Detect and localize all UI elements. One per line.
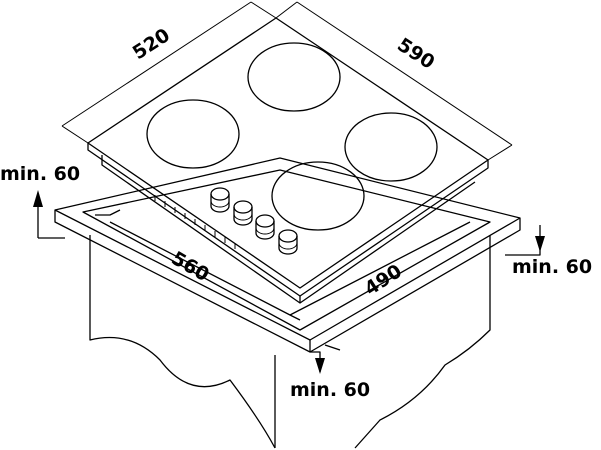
clearance-arrows bbox=[33, 190, 545, 374]
dimension-label-560: 560 bbox=[168, 247, 213, 286]
control-knobs bbox=[210, 187, 298, 255]
dimension-label-520: 520 bbox=[129, 24, 174, 64]
dimension-label-490: 490 bbox=[361, 260, 406, 300]
clearance-label-right: min. 60 bbox=[512, 256, 592, 278]
clearance-label-left: min. 60 bbox=[0, 163, 80, 185]
vent-slots bbox=[154, 195, 236, 249]
burner-front-left bbox=[271, 161, 365, 231]
burner-rear-right bbox=[247, 42, 341, 112]
clearance-label-front: min. 60 bbox=[290, 379, 370, 401]
dimension-lines bbox=[61, 1, 513, 161]
burner-rear-left bbox=[146, 99, 240, 169]
dimension-label-590: 590 bbox=[393, 34, 438, 74]
worktop-cutout bbox=[54, 157, 521, 353]
cabinet bbox=[89, 235, 491, 449]
burner-front-right bbox=[344, 112, 438, 182]
